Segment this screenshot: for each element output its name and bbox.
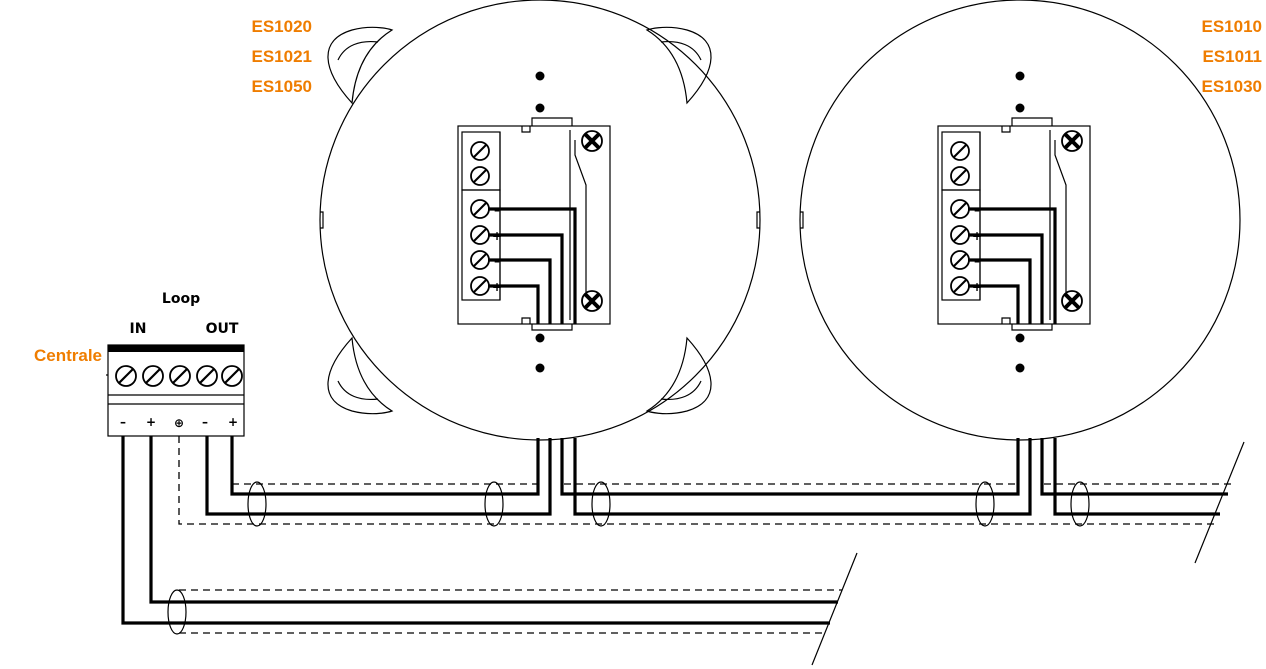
cable-shield <box>178 436 1232 634</box>
cable-out-segment <box>205 436 552 516</box>
left-detector-models: ES1020 ES1021 ES1050 <box>252 17 313 96</box>
model-label: ES1030 <box>1202 77 1263 96</box>
base-outline <box>319 0 761 441</box>
terminal-block <box>937 125 1091 325</box>
cable-mid-segment <box>560 438 1032 516</box>
internal-wiring-left <box>488 207 577 324</box>
cable-in-segment <box>121 436 838 625</box>
cable-break <box>811 441 1245 666</box>
internal-wiring-right <box>968 207 1057 324</box>
control-panel: Loop IN OUT Centrale – + ⊕ – + <box>34 291 245 437</box>
screw-terminal-icon <box>950 199 970 219</box>
detector-base-left: – + – + <box>319 0 761 441</box>
screw-terminal-icon <box>950 141 970 161</box>
screw-terminal-icon <box>221 365 243 387</box>
panel-name: Centrale <box>34 346 102 365</box>
screw-terminal-icon <box>950 166 970 186</box>
mounting-screw-icon <box>581 290 603 312</box>
model-label: ES1020 <box>252 17 313 36</box>
screw-terminal-icon <box>950 250 970 270</box>
mounting-ear <box>645 26 712 105</box>
loop-title: Loop <box>162 291 200 307</box>
screw-terminal-icon <box>470 166 490 186</box>
screw-terminal-icon <box>196 365 218 387</box>
terminal-label: – <box>120 415 126 429</box>
base-outline <box>799 0 1241 441</box>
terminal-block <box>457 125 611 325</box>
detector-base-right: – + – + <box>799 0 1241 441</box>
screw-terminal-icon <box>470 225 490 245</box>
screw-terminal-icon <box>470 276 490 296</box>
mounting-ear <box>645 336 712 415</box>
model-label: ES1010 <box>1202 17 1263 36</box>
screw-terminal-icon <box>470 199 490 219</box>
terminal-label: + <box>228 415 238 429</box>
screw-terminal-icon <box>950 225 970 245</box>
terminal-label: + <box>146 415 156 429</box>
screw-terminal-icon <box>142 365 164 387</box>
mounting-ear <box>327 26 394 105</box>
terminal-label: – <box>202 415 208 429</box>
model-label: ES1011 <box>1202 47 1262 66</box>
cable-right-segment <box>1040 438 1228 516</box>
ground-symbol-icon: ⊕ <box>174 416 184 430</box>
model-label: ES1050 <box>252 77 313 96</box>
cable-sheath <box>167 481 1090 635</box>
mounting-screw-icon <box>581 130 603 152</box>
screw-terminal-icon <box>470 141 490 161</box>
mounting-screw-icon <box>1061 290 1083 312</box>
model-label: ES1021 <box>252 47 313 66</box>
mounting-ear <box>327 336 394 415</box>
screw-terminal-icon <box>169 365 191 387</box>
screw-terminal-icon <box>470 250 490 270</box>
right-detector-models: ES1010 ES1011 ES1030 <box>1202 17 1263 96</box>
loop-in-label: IN <box>130 321 147 337</box>
screw-terminal-icon <box>115 365 137 387</box>
screw-terminal-icon <box>950 276 970 296</box>
loop-out-label: OUT <box>206 321 239 337</box>
mounting-screw-icon <box>1061 130 1083 152</box>
